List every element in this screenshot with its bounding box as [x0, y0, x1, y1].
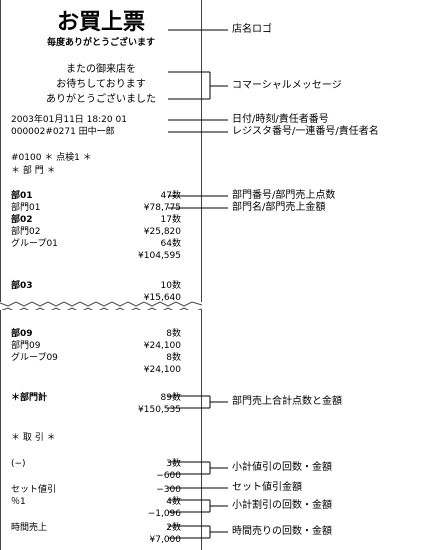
annotation-subtotal-percent: 小計割引の回数・金額 [232, 500, 332, 511]
dept-row-label: グループ01 [11, 239, 58, 249]
receipt-top: お買上票 毎度ありがとうございます またの御来店を お待ちしております ありがと… [0, 0, 202, 303]
dept-row-value: 17数 [160, 215, 181, 225]
message-line-2: お待ちしております [56, 79, 146, 90]
dept-row-value: ¥78,775 [143, 203, 181, 213]
dept-header: ＊ 部 門 ＊ [11, 166, 56, 176]
time-sale-amount: ¥7,000 [149, 535, 182, 545]
dept-row-label: 部01 [11, 191, 33, 201]
dept03-count: 10数 [160, 281, 181, 291]
annotation-set-discount: セット値引金額 [232, 482, 302, 493]
pct-label: ％1 [11, 497, 26, 507]
trans-header: ＊ 取 引 ＊ [11, 433, 56, 443]
minus-label: (−) [11, 459, 26, 469]
dept-row-label: 部門01 [11, 203, 41, 213]
dept-row-value: 64数 [160, 239, 181, 249]
dept-total-count: 89数 [160, 393, 181, 403]
tear-edge-top [0, 301, 202, 307]
annotation-date-time: 日付/時刻/責任者番号 [232, 114, 329, 125]
message-line-1: またの御来店を [66, 64, 136, 75]
minus-amount: −600 [156, 471, 181, 481]
group09-amount: ¥24,100 [143, 365, 181, 375]
set-discount-label: セット値引 [11, 485, 57, 495]
dept09-count: 8数 [166, 329, 181, 339]
store-logo: お買上票 [56, 10, 145, 35]
dept03-amount: ¥15,640 [143, 293, 181, 303]
clerk-line: #0100 ＊ 点検1 ＊ [11, 153, 92, 163]
dept-total-amount: ¥150,535 [138, 405, 181, 415]
annotation-dept-number: 部門番号/部門売上点数 [232, 190, 336, 201]
minus-count: 3数 [166, 459, 181, 469]
pct-amount: −1,096 [147, 509, 181, 519]
dept-row-label: 部門02 [11, 227, 41, 237]
dept-total-label: ＊部門計 [11, 393, 48, 403]
group09-label: グループ09 [11, 353, 58, 363]
set-discount-amount: −300 [156, 485, 181, 495]
register-line: 000002#0271 田中一郎 [11, 127, 115, 137]
time-sale-label: 時間売上 [11, 523, 48, 533]
dept-row-label: 部02 [11, 215, 33, 225]
annotation-commercial-message: コマーシャルメッセージ [232, 80, 342, 91]
group09-count: 8数 [166, 353, 181, 363]
annotation-subtotal-discount: 小計値引の回数・金額 [232, 462, 332, 473]
annotation-store-logo: 店名ロゴ [232, 24, 272, 35]
dept-row-value: ¥104,595 [138, 251, 181, 261]
receipt-bottom: 部09 8数 部門09 ¥24,100 グループ09 8数 ¥24,100 ＊部… [0, 310, 202, 550]
date-line: 2003年01月11日 18:20 01 [11, 115, 127, 125]
dept09-amount: ¥24,100 [143, 341, 181, 351]
pct-count: 4数 [166, 497, 181, 507]
thanks-text: 毎度ありがとうございます [46, 38, 155, 48]
dept09-label: 部09 [11, 329, 33, 339]
annotation-register-number: レジスタ番号/一連番号/責任者名 [232, 126, 379, 137]
dept03-label: 部03 [11, 281, 33, 291]
dept-row-value: ¥25,820 [143, 227, 181, 237]
time-sale-count: 2数 [166, 523, 181, 533]
dept09-name: 部門09 [11, 341, 41, 351]
message-line-3: ありがとうございました [46, 94, 156, 105]
annotation-dept-name: 部門名/部門売上金額 [232, 202, 326, 213]
annotation-dept-total: 部門売上合計点数と金額 [232, 396, 342, 407]
annotation-time-sale: 時間売りの回数・金額 [232, 526, 332, 537]
